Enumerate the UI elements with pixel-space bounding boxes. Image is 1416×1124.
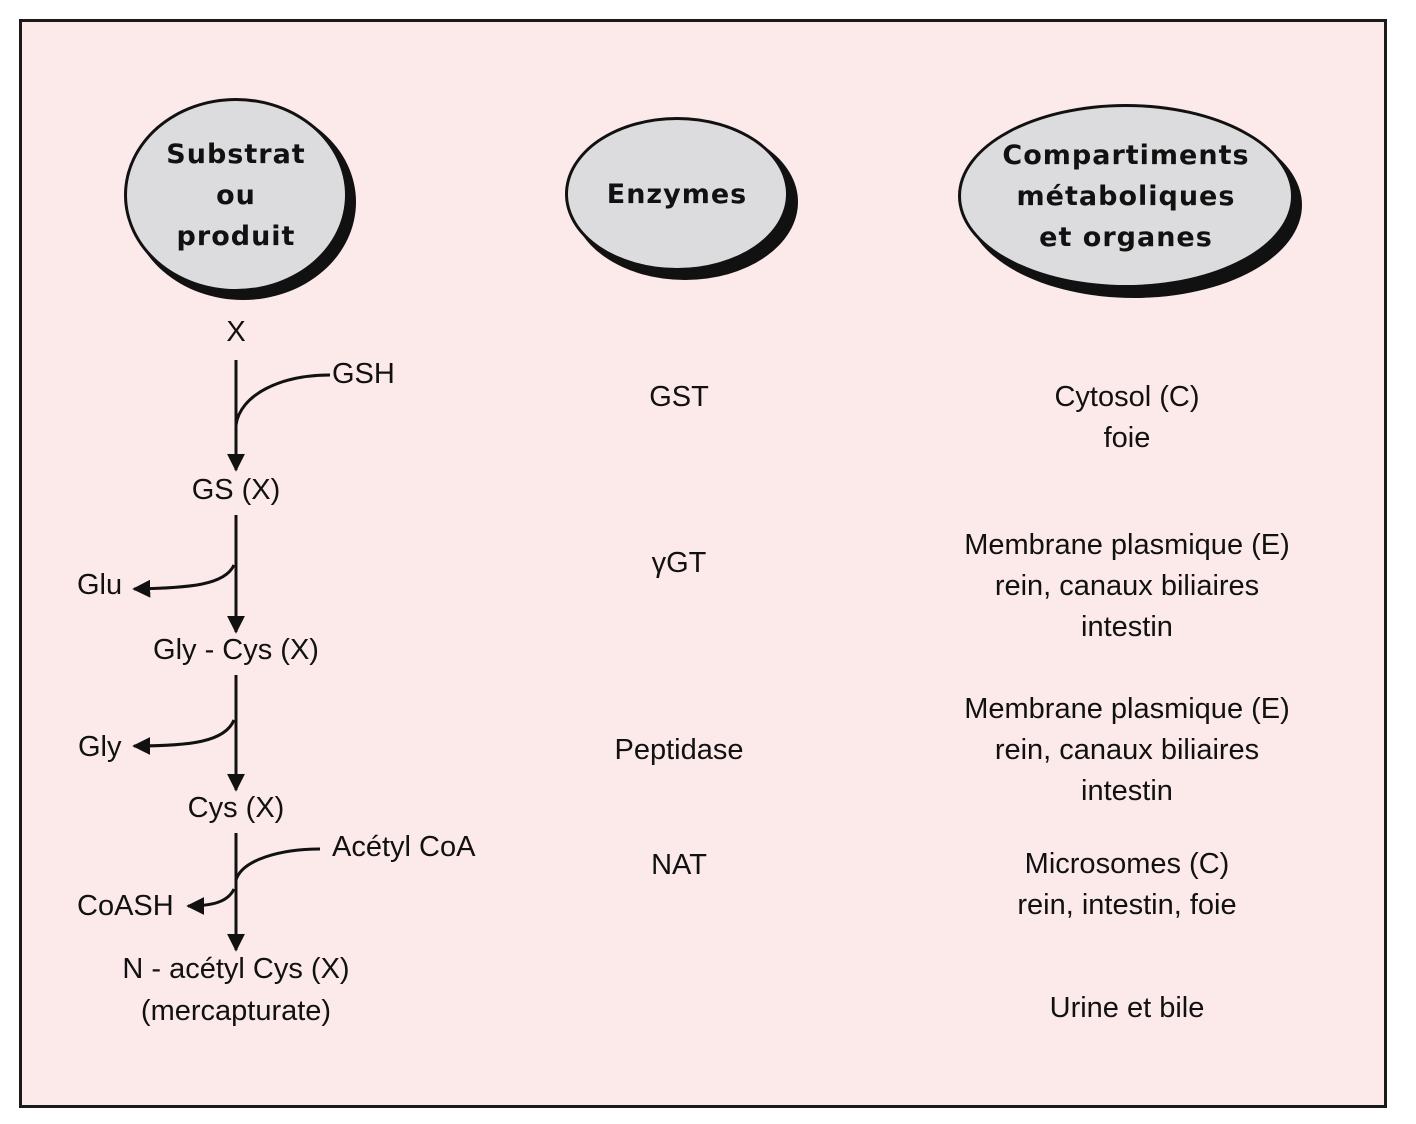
compartment-line: rein, intestin, foie — [1017, 889, 1237, 921]
compartment-peptidase: Membrane plasmique (E) rein, canaux bili… — [964, 689, 1290, 812]
compartment-ggt: Membrane plasmique (E) rein, canaux bili… — [964, 525, 1290, 648]
product-mercapturate: (mercapturate) — [140, 995, 332, 1027]
compartment-excretion: Urine et bile — [1050, 988, 1205, 1029]
enzyme-ggt: γGT — [651, 547, 707, 579]
compartment-line: Microsomes (C) — [1024, 848, 1230, 880]
compartment-line: intestin — [1081, 611, 1173, 643]
enzyme-gst: GST — [649, 381, 709, 413]
header-line: et organes — [1039, 221, 1213, 253]
substrate-oval: Substrat ou produit — [124, 98, 348, 292]
output-glu: Glu — [77, 569, 123, 601]
compartment-line: rein, canaux biliaires — [994, 570, 1260, 602]
compartment-nat: Microsomes (C) rein, intestin, foie — [1017, 844, 1236, 926]
compartment-line: Membrane plasmique (E) — [964, 529, 1290, 561]
compartment-line: intestin — [1081, 775, 1173, 807]
compartments-oval: Compartiments métaboliques et organes — [958, 104, 1294, 288]
acetylcoa-input-curve — [234, 847, 321, 881]
enzyme-nat: NAT — [651, 849, 707, 881]
header-line: produit — [176, 220, 296, 252]
product-gly-cys-x: Gly - Cys (X) — [153, 634, 319, 666]
enzyme-peptidase: Peptidase — [614, 734, 744, 766]
compartment-line: Membrane plasmique (E) — [964, 693, 1290, 725]
product-cys-x: Cys (X) — [187, 792, 285, 824]
compartment-line: rein, canaux biliaires — [994, 734, 1260, 766]
compartment-line: foie — [1103, 422, 1151, 454]
enzymes-oval: Enzymes — [565, 117, 789, 271]
substrate-x: X — [226, 316, 246, 348]
product-n-acetyl-cys-x: N - acétyl Cys (X) — [122, 953, 350, 985]
coash-output-curve — [186, 888, 236, 915]
header-line: métaboliques — [1016, 180, 1236, 212]
compartment-gst: Cytosol (C) foie — [1054, 377, 1199, 459]
header-line: ou — [216, 179, 256, 211]
input-gsh: GSH — [332, 358, 395, 390]
header-line: Substrat — [166, 138, 306, 170]
compartment-line: Cytosol (C) — [1054, 381, 1200, 413]
output-coash: CoASH — [77, 890, 174, 922]
output-gly: Gly — [78, 731, 122, 763]
compartment-line: Urine et bile — [1049, 992, 1205, 1024]
gly-output-curve — [132, 719, 236, 755]
input-acetyl-coa: Acétyl CoA — [332, 831, 476, 863]
header-line: Compartiments — [1002, 139, 1250, 171]
gsh-input-curve — [234, 373, 331, 426]
header-line: Enzymes — [606, 178, 748, 210]
glu-output-curve — [132, 564, 236, 598]
product-gs-x: GS (X) — [191, 474, 281, 506]
